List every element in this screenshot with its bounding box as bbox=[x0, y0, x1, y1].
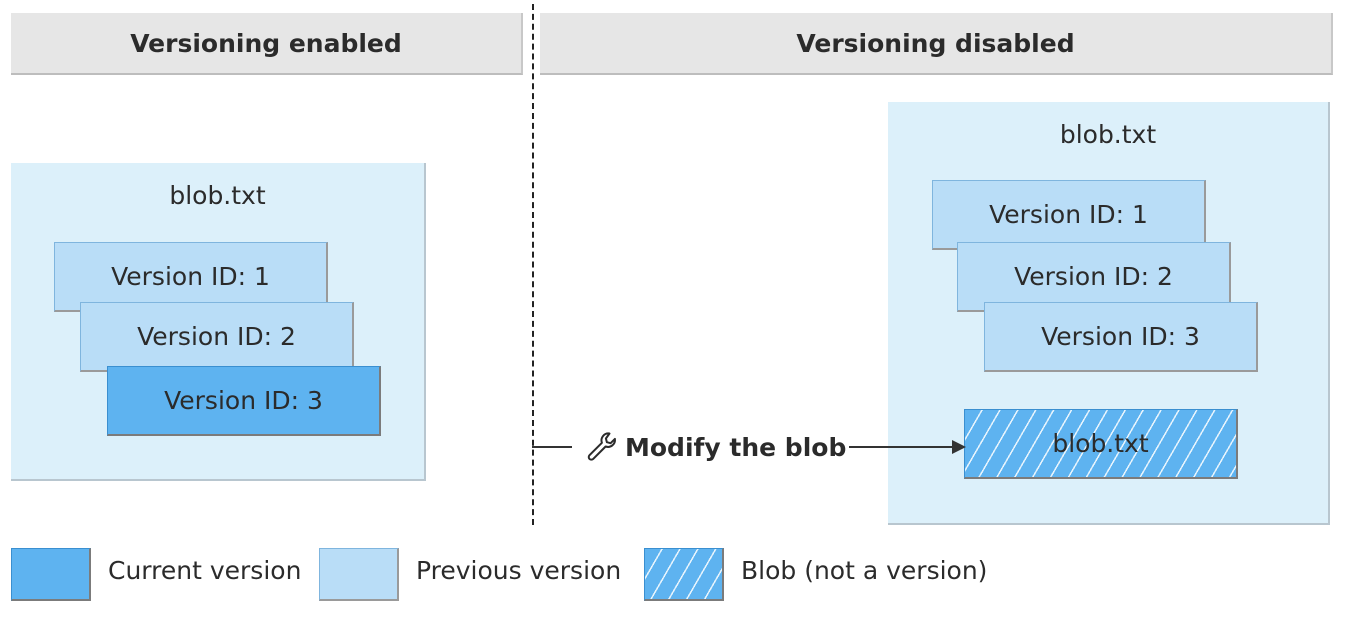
header-versioning-disabled: Versioning disabled bbox=[540, 13, 1333, 75]
header-label: Versioning enabled bbox=[130, 28, 402, 58]
version-box-previous: Version ID: 2 bbox=[80, 302, 354, 372]
version-box-previous: Version ID: 2 bbox=[957, 242, 1231, 312]
legend-label-current: Current version bbox=[108, 556, 302, 585]
container-title: blob.txt bbox=[169, 181, 266, 210]
legend-swatch-current bbox=[11, 548, 91, 601]
modify-label: Modify the blob bbox=[625, 432, 847, 462]
version-label: Version ID: 2 bbox=[1014, 262, 1173, 291]
legend-label-blob: Blob (not a version) bbox=[741, 556, 988, 585]
modify-arrow bbox=[532, 440, 966, 454]
modify-action: Modify the blob bbox=[585, 429, 846, 465]
version-box-current: Version ID: 3 bbox=[107, 366, 381, 436]
section-divider bbox=[532, 4, 534, 525]
container-title: blob.txt bbox=[1059, 120, 1157, 149]
header-versioning-enabled: Versioning enabled bbox=[11, 13, 523, 75]
version-label: Version ID: 3 bbox=[164, 386, 323, 415]
arrowhead bbox=[952, 440, 966, 454]
version-label: Version ID: 3 bbox=[1041, 322, 1200, 351]
blob-label: blob.txt bbox=[1052, 429, 1149, 458]
legend-label-previous: Previous version bbox=[416, 556, 622, 585]
version-label: Version ID: 1 bbox=[989, 200, 1148, 229]
legend-swatch-blob bbox=[644, 548, 724, 601]
blob-box-not-version: blob.txt bbox=[964, 409, 1238, 479]
version-label: Version ID: 1 bbox=[111, 262, 270, 291]
wrench-icon bbox=[587, 432, 616, 461]
legend-swatch-previous bbox=[319, 548, 399, 601]
version-box-previous: Version ID: 3 bbox=[984, 302, 1258, 372]
version-box-previous: Version ID: 1 bbox=[54, 242, 328, 312]
version-label: Version ID: 2 bbox=[137, 322, 296, 351]
header-label: Versioning disabled bbox=[796, 28, 1075, 58]
version-box-previous: Version ID: 1 bbox=[932, 180, 1206, 250]
